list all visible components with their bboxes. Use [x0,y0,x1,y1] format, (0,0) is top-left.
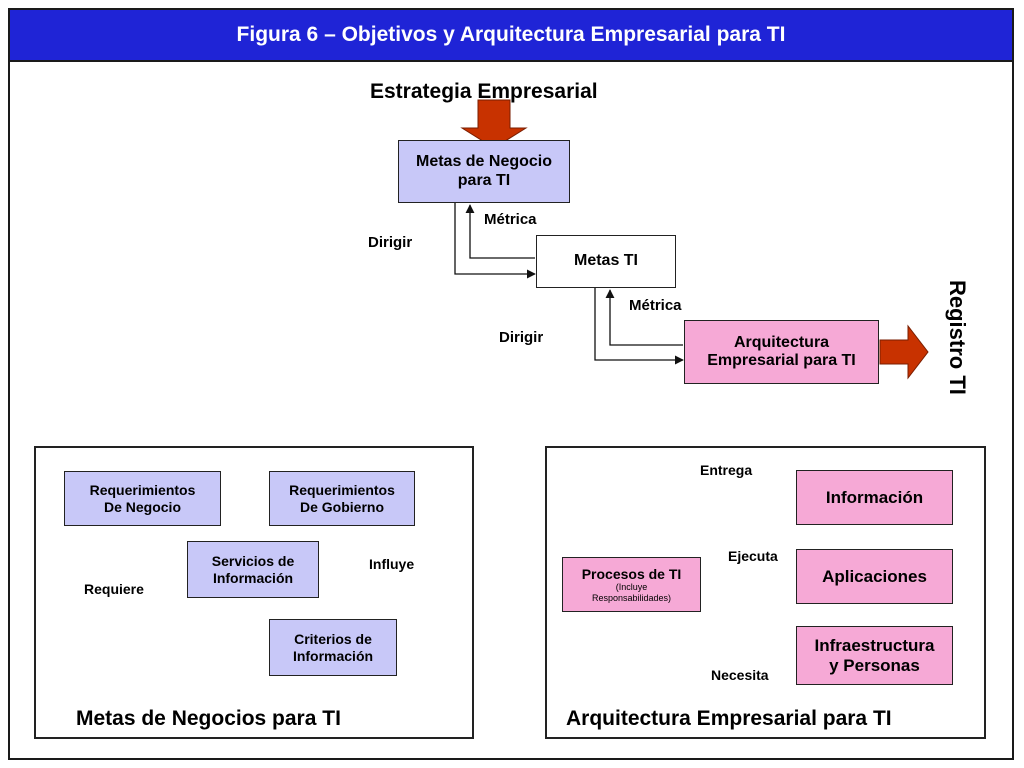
it-register-label: Registro TI [945,280,970,395]
business-goals-line-1: Metas de Negocio [415,153,553,171]
right-panel-title: Arquitectura Empresarial para TI [566,707,892,730]
it-goals-box: Metas TI [536,235,676,288]
enterprise-arch-box: Arquitectura Empresarial para TI [684,320,879,384]
it-processes-label: Procesos de TI [581,566,682,583]
left-panel-title: Metas de Negocios para TI [76,707,341,730]
it-processes-note-1: (Incluye [615,582,648,593]
it-processes-note-2: Responsabilidades) [591,592,672,603]
needs-label: Necesita [711,667,769,683]
business-req-line-2: De Negocio [103,498,181,515]
figure-title: Figura 6 – Objetivos y Arquitectura Empr… [8,8,1014,62]
executes-label: Ejecuta [728,548,778,564]
infrastructure-box: Infraestructura y Personas [796,626,953,685]
business-goals-box: Metas de Negocio para TI [398,140,570,203]
information-box: Información [796,470,953,525]
metric-label-2: Métrica [629,297,682,314]
info-criteria-box: Criterios de Información [269,619,397,676]
direct-label-1: Dirigir [368,234,413,251]
it-processes-box: Procesos de TI (Incluye Responsabilidade… [562,557,701,612]
business-goals-line-2: para TI [457,171,511,189]
infrastructure-line-1: Infraestructura [814,635,935,655]
metric-label-1: Métrica [484,211,537,228]
strategy-label: Estrategia Empresarial [370,80,598,103]
info-services-line-1: Servicios de [211,553,295,570]
business-req-line-1: Requerimientos [89,482,196,499]
requires-label: Requiere [84,581,144,597]
applications-box: Aplicaciones [796,549,953,604]
enterprise-arch-line-1: Arquitectura [733,333,830,351]
info-services-box: Servicios de Información [187,541,319,598]
info-criteria-line-2: Información [292,647,374,664]
info-criteria-line-1: Criterios de [294,631,372,648]
business-req-box: Requerimientos De Negocio [64,471,221,526]
direct-label-2: Dirigir [499,329,544,346]
governance-req-box: Requerimientos De Gobierno [269,471,415,526]
info-services-line-2: Información [212,569,294,586]
it-goals-label: Metas TI [573,252,638,270]
enterprise-arch-line-2: Empresarial para TI [707,352,856,369]
delivers-label: Entrega [700,462,753,478]
governance-req-line-1: Requerimientos [289,482,395,499]
infrastructure-line-2: y Personas [829,655,920,675]
applications-label: Aplicaciones [822,566,927,586]
influences-label: Influye [369,556,415,572]
information-label: Información [825,487,924,507]
governance-req-line-2: De Gobierno [299,498,384,515]
